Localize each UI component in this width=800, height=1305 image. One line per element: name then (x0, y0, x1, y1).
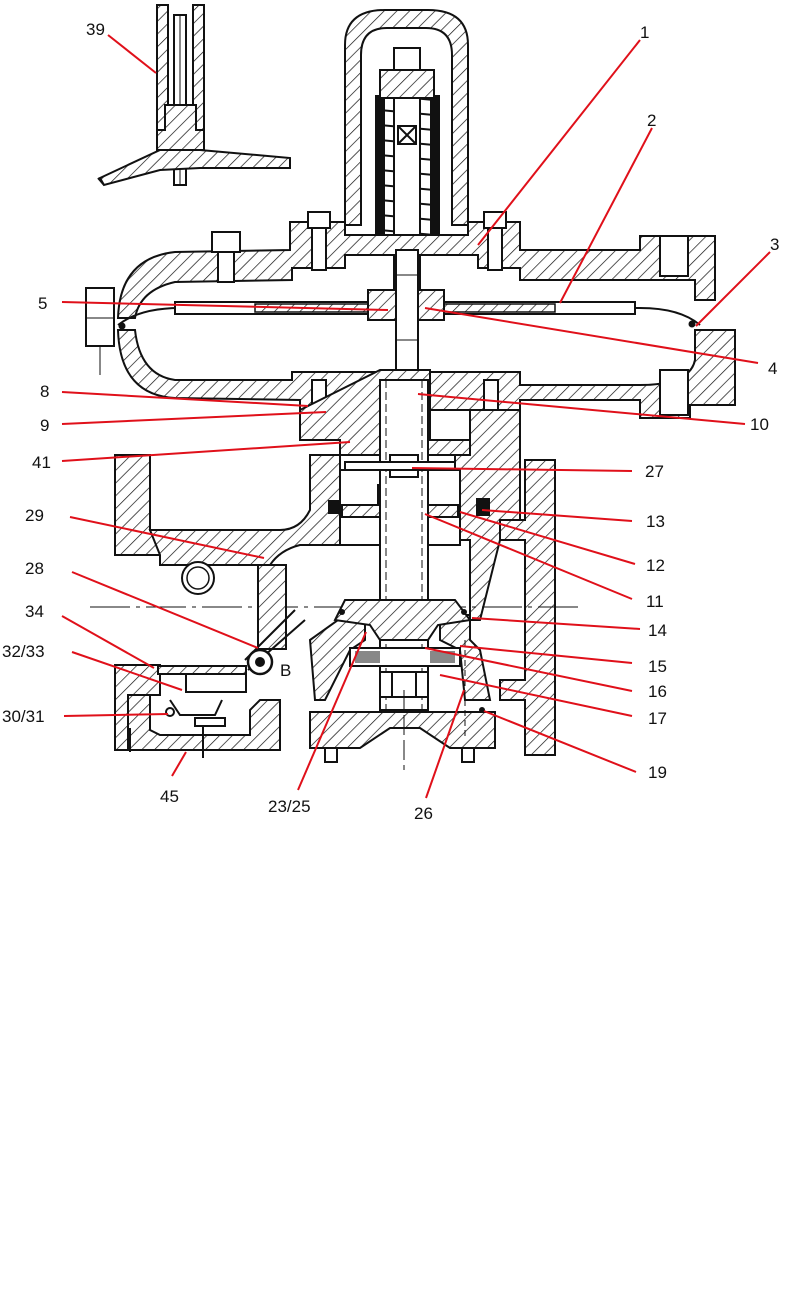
callout-15: 15 (648, 657, 667, 676)
callout-14: 14 (648, 621, 667, 640)
callout-27: 27 (645, 462, 664, 481)
callout-29: 29 (25, 506, 44, 525)
callout-45: 45 (160, 787, 179, 806)
callout-34: 34 (25, 602, 44, 621)
callout-39: 39 (86, 20, 105, 39)
marker-letter-b: B (280, 661, 291, 680)
callout-23-25: 23/25 (268, 797, 311, 816)
callout-2: 2 (647, 111, 656, 130)
valve-body: B (90, 369, 578, 770)
callout-30-31: 30/31 (2, 707, 45, 726)
callout-8: 8 (40, 382, 49, 401)
callout-28: 28 (25, 559, 44, 578)
callout-4: 4 (768, 359, 777, 378)
callout-41: 41 (32, 453, 51, 472)
callout-26: 26 (414, 804, 433, 823)
spring-bonnet (344, 9, 469, 309)
callout-19: 19 (648, 763, 667, 782)
callout-3: 3 (770, 235, 779, 254)
callout-16: 16 (648, 682, 667, 701)
callout-10: 10 (750, 415, 769, 434)
callout-12: 12 (646, 556, 665, 575)
callout-9: 9 (40, 416, 49, 435)
callout-5: 5 (38, 294, 47, 313)
callout-labels: 39 1 2 3 5 4 8 9 10 41 27 29 13 12 28 11… (2, 20, 779, 823)
callout-17: 17 (648, 709, 667, 728)
inset-detail (97, 4, 291, 187)
callout-32-33: 32/33 (2, 642, 45, 661)
leader-lines (61, 34, 771, 799)
callout-13: 13 (646, 512, 665, 531)
callout-1: 1 (640, 23, 649, 42)
callout-11: 11 (646, 592, 664, 611)
